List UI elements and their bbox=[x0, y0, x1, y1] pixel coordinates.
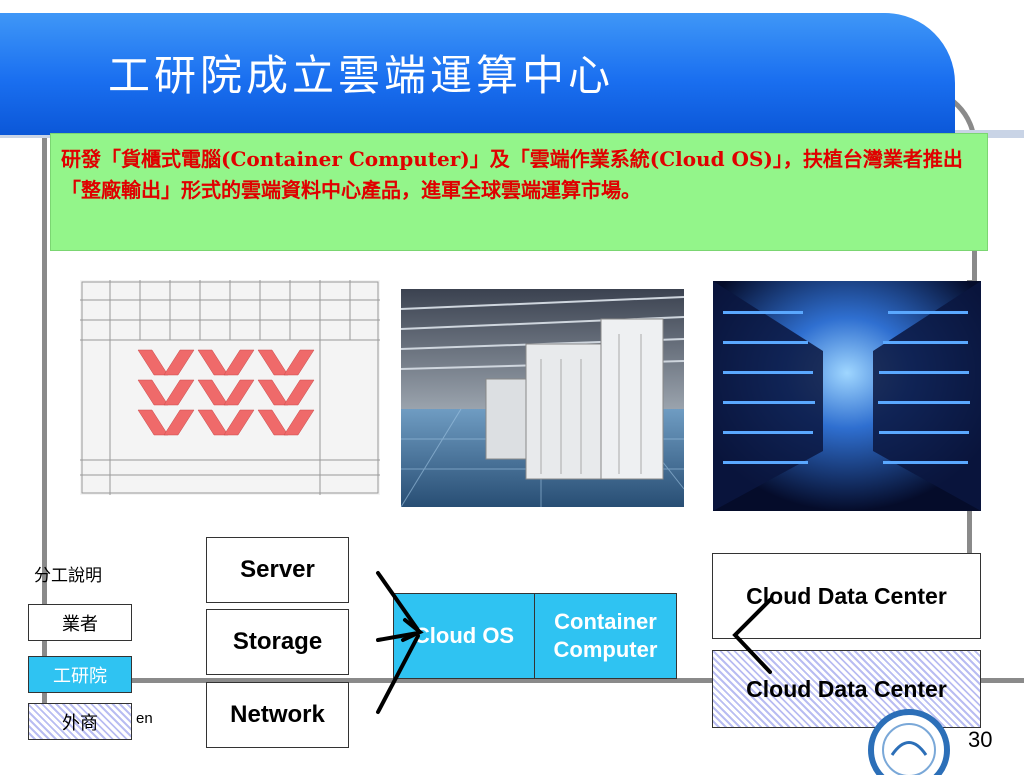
storage-label: Storage bbox=[232, 628, 323, 655]
legend-item-vendor: 業者 bbox=[28, 604, 132, 641]
server-label: Server bbox=[240, 556, 315, 583]
legend-item-label: 外商 bbox=[62, 712, 98, 734]
container-computer-label: Container Computer bbox=[553, 609, 658, 662]
floor-plan-image bbox=[80, 280, 380, 495]
description-box: 研發「貨櫃式電腦(Container Computer)」及「雲端作業系統(Cl… bbox=[50, 133, 988, 251]
legend-title: 分工說明 bbox=[34, 566, 102, 586]
legend-item-foreign: 外商 bbox=[28, 703, 132, 740]
network-label: Network bbox=[230, 701, 325, 728]
page-number: 30 bbox=[968, 727, 993, 752]
network-box: Network bbox=[206, 682, 349, 748]
legend-item-itri: 工研院 bbox=[28, 656, 132, 693]
storage-box: Storage bbox=[206, 609, 349, 675]
cloud-os-box: Cloud OS bbox=[393, 593, 535, 679]
itri-seal-logo bbox=[868, 709, 950, 775]
cloud-data-center-box-foreign: Cloud Data Center bbox=[712, 650, 981, 728]
cloud-os-label: Cloud OS bbox=[413, 623, 515, 648]
frame-bottom-line-right bbox=[980, 678, 1024, 683]
cloud-data-center-label: Cloud Data Center bbox=[746, 582, 947, 609]
server-box: Server bbox=[206, 537, 349, 603]
container-computer-photo bbox=[401, 289, 684, 507]
frame-left-line bbox=[42, 120, 47, 710]
cloud-data-center-box: Cloud Data Center bbox=[712, 553, 981, 639]
description-text: 研發「貨櫃式電腦(Container Computer)」及「雲端作業系統(Cl… bbox=[61, 147, 963, 202]
server-aisle-photo bbox=[713, 281, 981, 511]
container-computer-box: Container Computer bbox=[534, 593, 677, 679]
slide-title: 工研院成立雲端運算中心 bbox=[108, 51, 615, 100]
stray-text: en bbox=[136, 710, 153, 727]
cloud-data-center-label: Cloud Data Center bbox=[746, 675, 947, 702]
legend-item-label: 業者 bbox=[62, 613, 98, 635]
legend-item-label: 工研院 bbox=[53, 665, 107, 687]
title-banner bbox=[0, 13, 955, 135]
